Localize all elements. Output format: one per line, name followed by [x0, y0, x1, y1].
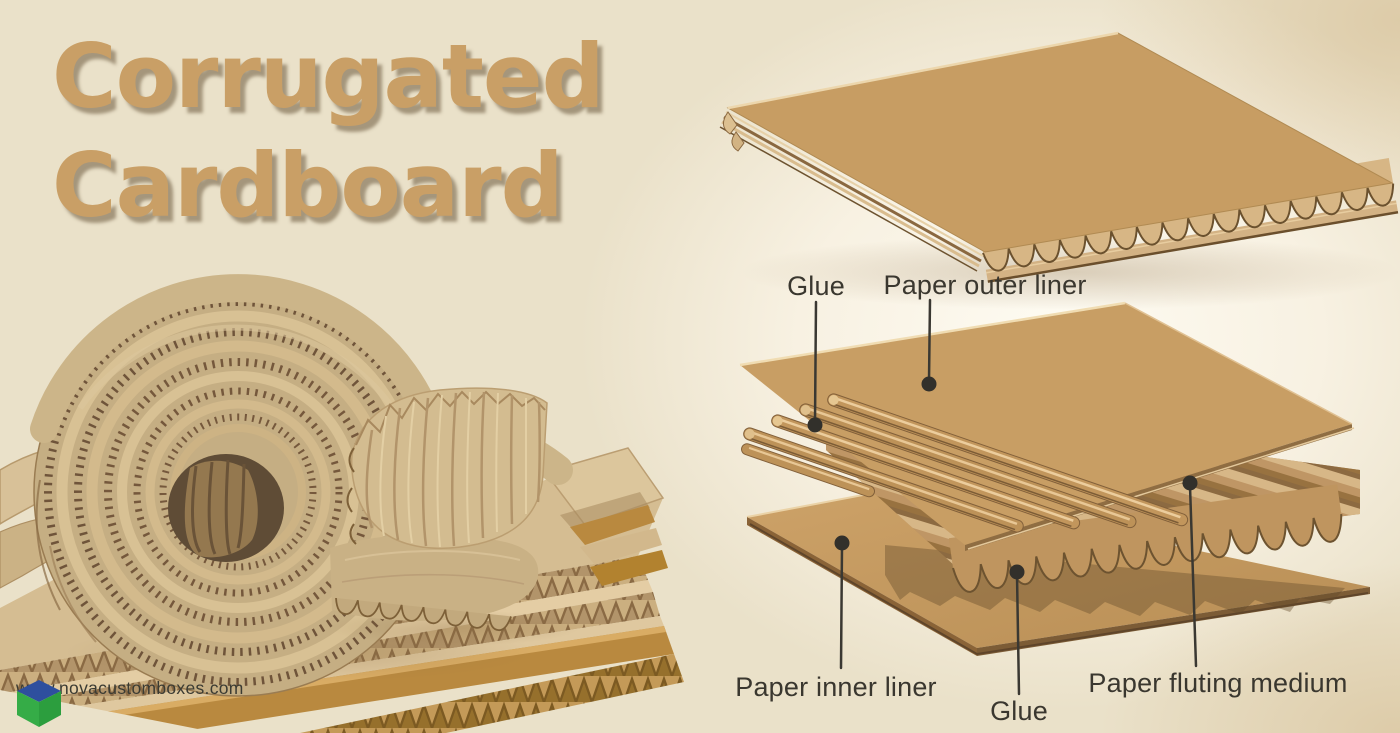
- label-glue-bottom: Glue: [990, 696, 1048, 726]
- exploded-diagram: [719, 31, 1400, 696]
- label-paper-outer-liner: Paper outer liner: [883, 270, 1087, 300]
- assembled-board: [719, 31, 1400, 310]
- cardboard-roll-photo: [0, 274, 684, 733]
- label-glue-top: Glue: [787, 271, 845, 301]
- title-line-1: Corrugated: [52, 25, 605, 128]
- leader-lines: [813, 298, 1198, 696]
- page-title: Corrugated Cardboard: [52, 22, 605, 240]
- label-paper-fluting-medium: Paper fluting medium: [1088, 668, 1348, 698]
- label-paper-inner-liner: Paper inner liner: [735, 672, 937, 702]
- leader-dots: [807, 376, 1198, 580]
- corner-shade-br: [1100, 563, 1400, 733]
- brand-footer: www.novacustomboxes.com: [16, 678, 244, 727]
- title-line-2: Cardboard: [52, 134, 564, 238]
- cube-logo-icon: [17, 680, 61, 727]
- glue-strips: [741, 393, 1189, 533]
- website-url: www.novacustomboxes.com: [16, 678, 244, 698]
- fluted-sheet: [330, 387, 580, 646]
